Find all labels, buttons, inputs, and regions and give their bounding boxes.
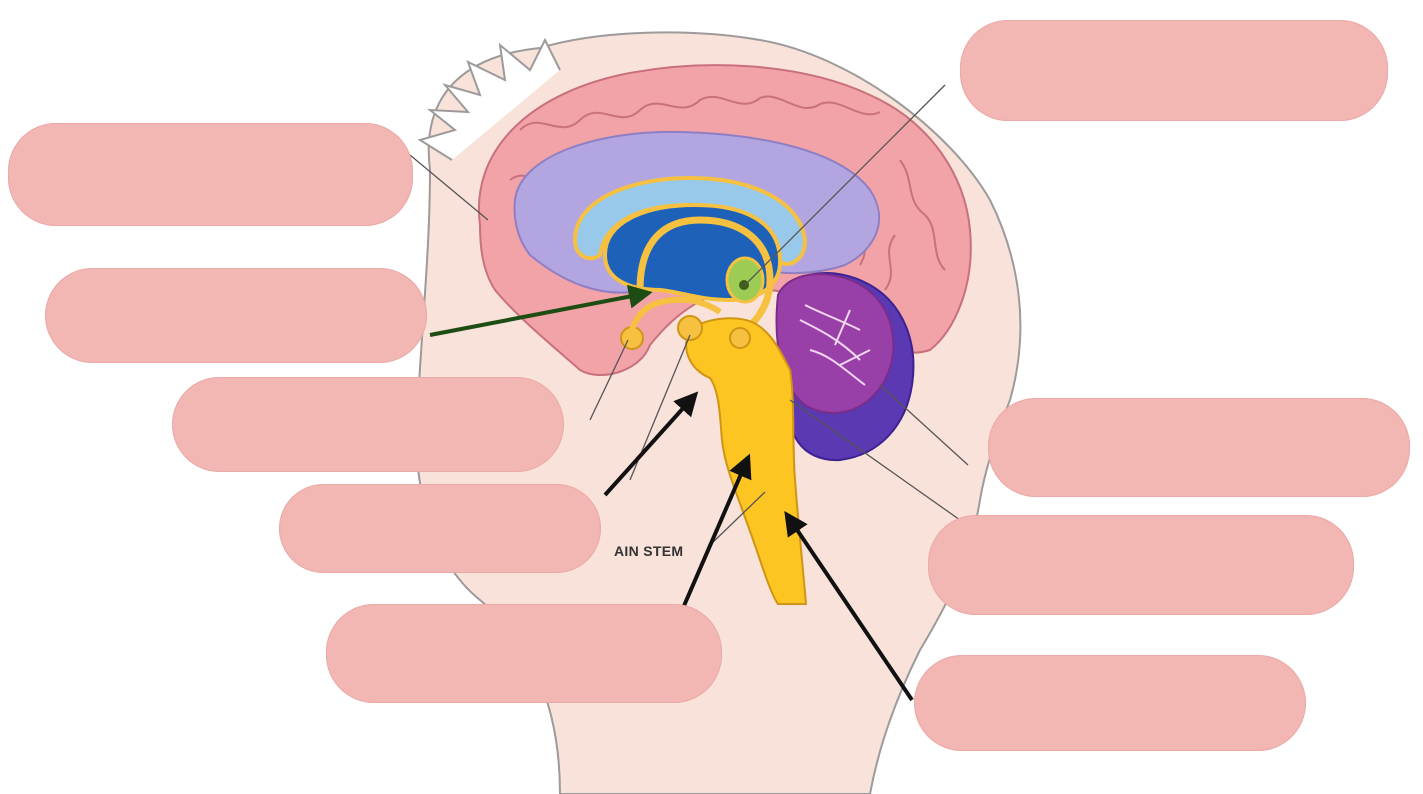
pineal-knob bbox=[730, 328, 750, 348]
pituitary-knob bbox=[621, 327, 643, 349]
label-box-medulla[interactable] bbox=[326, 604, 722, 703]
label-box-pituitary[interactable] bbox=[172, 377, 564, 472]
label-box-thalamus[interactable] bbox=[960, 20, 1388, 121]
thalamus-green bbox=[727, 258, 763, 302]
label-box-cerebellum[interactable] bbox=[988, 398, 1410, 497]
label-box-hypothalamus[interactable] bbox=[45, 268, 427, 363]
label-box-spinal-cord[interactable] bbox=[914, 655, 1306, 751]
label-box-pons[interactable] bbox=[279, 484, 601, 573]
label-box-cerebrum[interactable] bbox=[8, 123, 413, 226]
brain-stem-label: AIN STEM bbox=[614, 543, 683, 559]
label-box-midbrain[interactable] bbox=[928, 515, 1354, 615]
thalamus-dot bbox=[739, 280, 749, 290]
